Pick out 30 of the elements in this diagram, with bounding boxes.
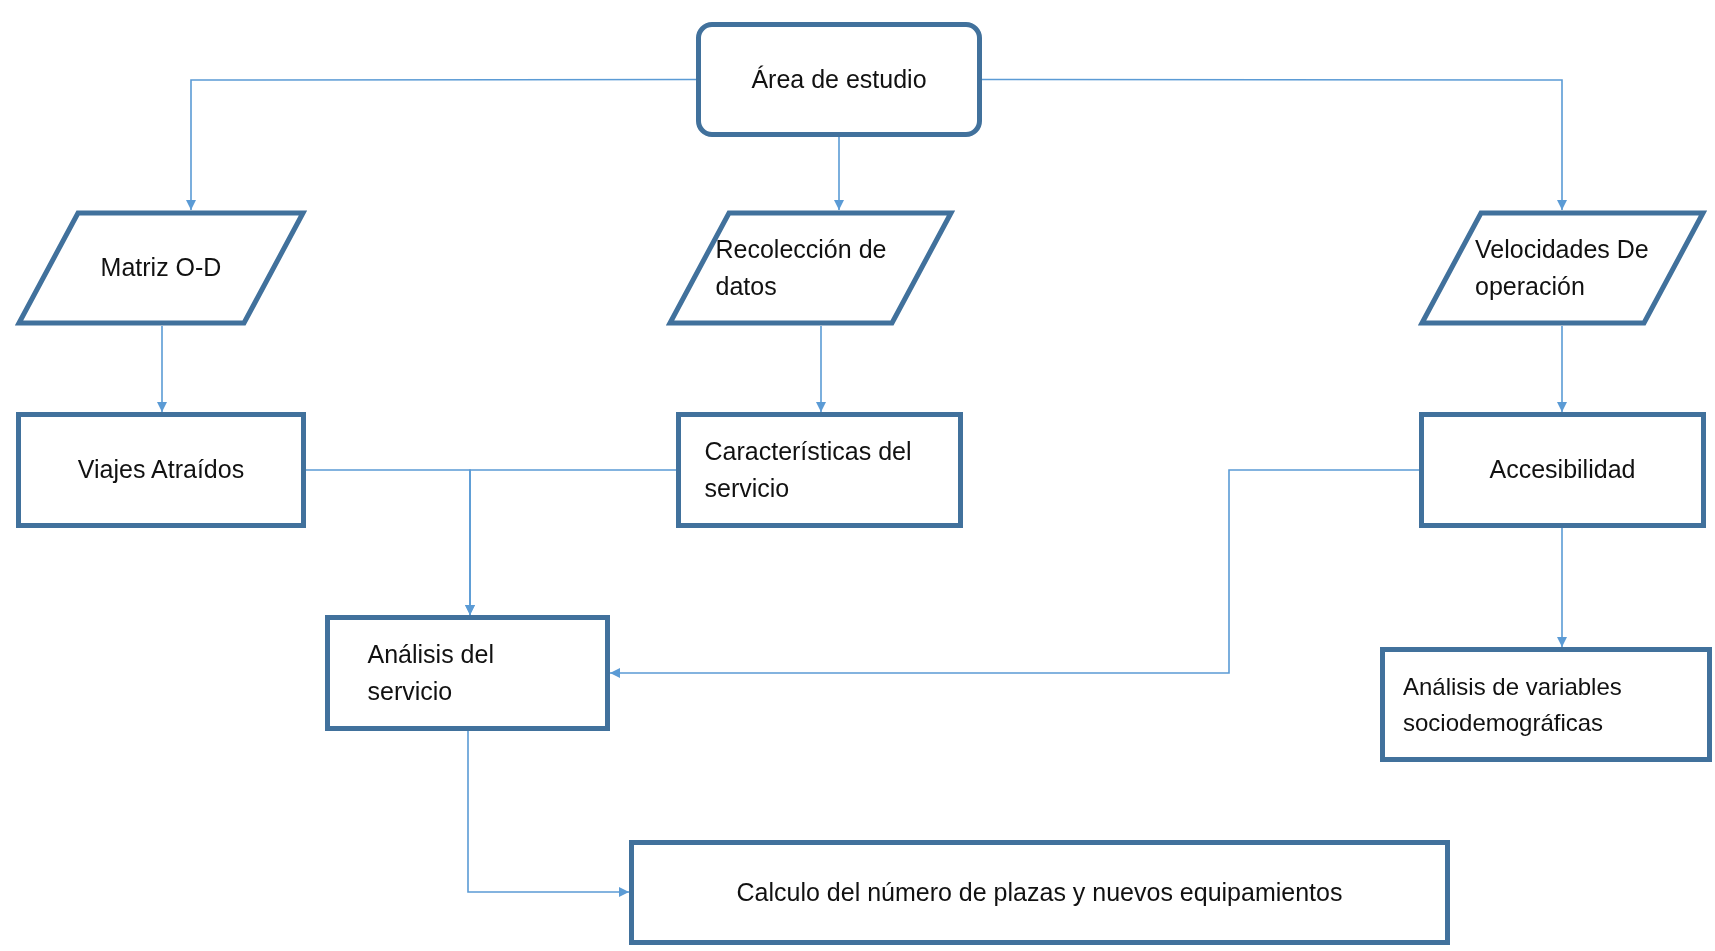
node-label: Matriz O-D	[99, 252, 223, 284]
process-box	[325, 615, 610, 731]
node-label: Área de estudio	[750, 63, 928, 95]
process-box	[676, 412, 963, 528]
connector-arrow	[467, 730, 630, 897]
connector-arrow	[981, 78, 1567, 211]
process-box	[1380, 647, 1712, 762]
node-label: Análisis del servicio	[366, 638, 495, 707]
connector-arrow	[1557, 527, 1567, 648]
node-label: Análisis de variables sociodemográficas	[1402, 671, 1623, 738]
node-label: Características del servicio	[703, 435, 913, 504]
data-parallelogram	[667, 210, 954, 326]
connector-arrow	[609, 469, 1420, 678]
node-label: Accesibilidad	[1488, 454, 1637, 486]
node-label: Velocidades De operación	[1474, 233, 1650, 302]
node-label: Viajes Atraídos	[76, 454, 246, 486]
data-parallelogram	[1419, 210, 1706, 326]
node-label: Recolección de datos	[714, 233, 888, 302]
connector-arrow	[834, 136, 844, 211]
process-box	[1419, 412, 1706, 528]
connector-arrow	[157, 325, 167, 413]
start-box	[696, 22, 982, 137]
connector-arrow	[465, 469, 677, 616]
connector-arrow	[816, 325, 826, 413]
data-parallelogram	[16, 210, 306, 326]
node-label: Calculo del número de plazas y nuevos equipamientos	[735, 876, 1344, 908]
connector-arrow	[1557, 325, 1567, 413]
process-box	[16, 412, 306, 528]
connector-arrow	[186, 78, 697, 211]
process-box	[629, 840, 1450, 945]
